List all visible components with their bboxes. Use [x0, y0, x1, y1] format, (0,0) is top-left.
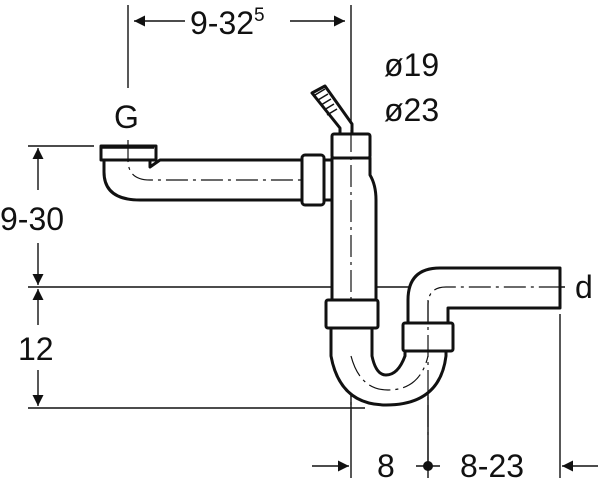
inlet-arm	[99, 140, 340, 207]
hose-nozzle	[310, 84, 372, 160]
u-bend	[329, 321, 455, 407]
dimension-bottom-left-label: 8	[377, 448, 395, 481]
dimension-top: 9-325	[127, 5, 352, 140]
hose-diameter-19-label: ø19	[384, 47, 439, 83]
trap-body	[324, 130, 380, 420]
outlet-arm	[406, 266, 562, 470]
dimension-left: 9-30 12	[0, 145, 565, 409]
dimension-top-label: 9-325	[190, 5, 265, 41]
dimension-bottom-right-label: 8-23	[460, 448, 524, 481]
dimension-left-lower-label: 12	[18, 331, 54, 367]
dimension-left-upper-label: 9-30	[0, 201, 64, 237]
inlet-label-g: G	[114, 99, 139, 135]
outlet-label-d: d	[575, 269, 593, 305]
hose-diameter-23-label: ø23	[384, 92, 439, 128]
